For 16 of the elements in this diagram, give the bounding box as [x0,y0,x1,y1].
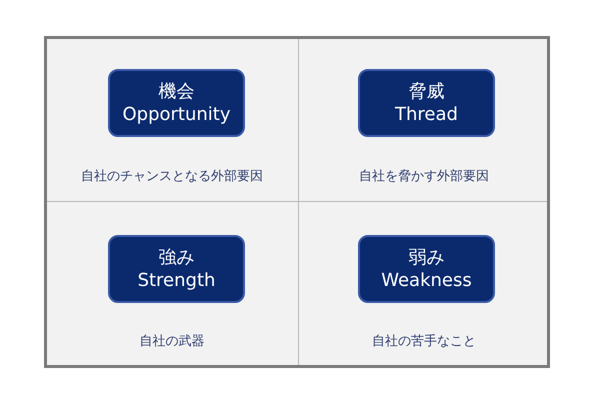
label-box [108,235,245,303]
subheading-text: Thread [395,103,458,126]
label-box [358,69,495,137]
subheading-text: Strength [138,269,216,292]
subheading-text: Opportunity [122,103,231,126]
subheading-text: Weakness [381,269,472,292]
label-box [108,69,245,137]
heading-text: 強み [158,246,194,269]
description-text: 自社のチャンスとなる外部要因 [80,168,264,185]
heading-text: 弱み [408,246,444,269]
description-text: 自社の武器 [138,333,206,350]
heading-text: 脅威 [408,80,444,103]
description-text: 自社を脅かす外部要因 [358,168,490,185]
label-box [358,235,495,303]
description-text: 自社の苦手なこと [371,333,477,350]
heading-text: 機会 [158,80,194,103]
